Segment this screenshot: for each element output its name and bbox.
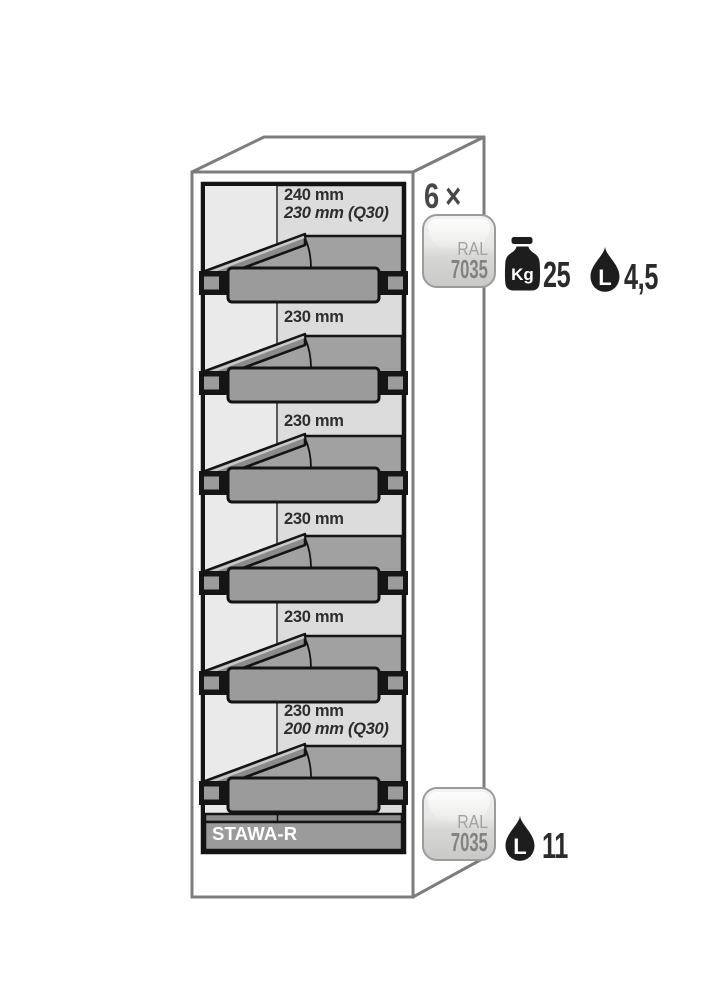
ral-code: 7035 [450, 254, 488, 284]
shelf-height-q30: 200 mm (Q30) [284, 719, 389, 738]
shelf-height: 230 mm [284, 412, 344, 430]
weight-icon: Kg [504, 237, 541, 291]
sump-volume-value: 11 [542, 825, 568, 866]
ral-prefix: RAL [457, 812, 488, 832]
shelf-1-dimensions: 240 mm 230 mm (Q30) [284, 186, 389, 222]
shelf-3-dimensions: 230 mm [284, 412, 344, 431]
shelf-height: 230 mm [284, 308, 344, 326]
tray-quantity-label: 6 × [424, 177, 461, 216]
ral-code: 7035 [450, 827, 488, 857]
liquid-drop-icon: L [590, 246, 620, 292]
weight-unit-label: Kg [511, 265, 534, 284]
shelf-5-dimensions: 230 mm [284, 608, 344, 627]
volume-unit-label: L [513, 834, 526, 859]
ral-7035-badge-bottom: RAL 7035 [422, 787, 496, 861]
load-capacity-value: 25 [543, 254, 571, 295]
ral-7035-badge-top: RAL 7035 [422, 214, 496, 288]
liquid-drop-icon: L [505, 815, 535, 861]
shelf-height: 240 mm [284, 186, 344, 204]
shelf-6-dimensions: 230 mm 200 mm (Q30) [284, 702, 389, 738]
shelf-height-q30: 230 mm (Q30) [284, 203, 389, 222]
volume-unit-label: L [598, 265, 611, 290]
sump-tray [203, 812, 404, 852]
shelf-height: 230 mm [284, 510, 344, 528]
shelf-height: 230 mm [284, 702, 344, 720]
tray-volume-value: 4,5 [624, 256, 658, 297]
shelf-height: 230 mm [284, 608, 344, 626]
sump-label: STAWA-R [212, 823, 298, 844]
shelf-4-dimensions: 230 mm [284, 510, 344, 529]
ral-prefix: RAL [457, 239, 488, 259]
shelf-2-dimensions: 230 mm [284, 308, 344, 327]
